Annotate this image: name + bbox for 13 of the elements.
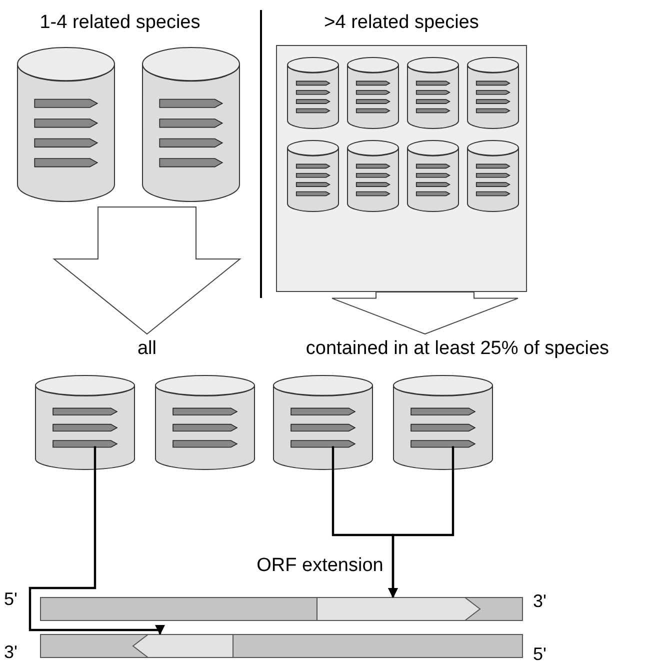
filter-label: all <box>97 338 197 364</box>
strand-end-label: 3' <box>4 642 18 663</box>
arrow <box>388 446 454 598</box>
block-arrow <box>332 292 518 335</box>
strand-end-label: 5' <box>533 644 546 663</box>
strand-end-label: 3' <box>533 591 546 612</box>
group-heading: >4 related species <box>323 12 480 34</box>
group-heading: 1-4 related species <box>38 12 202 34</box>
filter-label: contained in at least 25% of species <box>268 338 647 364</box>
step-label: ORF extension <box>256 555 384 577</box>
arrow <box>28 446 165 635</box>
strand-end-label: 5' <box>4 589 18 610</box>
block-arrow <box>52 206 242 335</box>
